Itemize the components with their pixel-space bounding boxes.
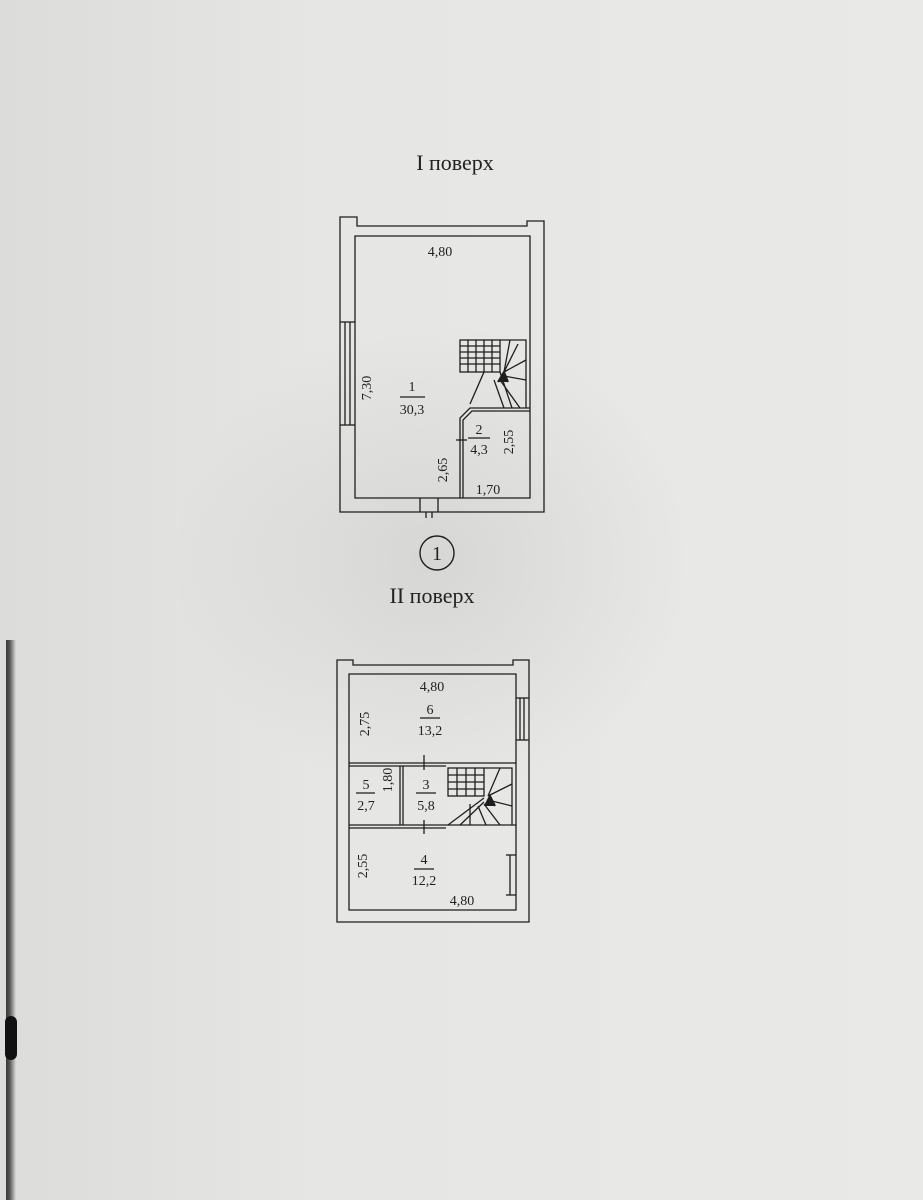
- page-binding-edge: [6, 640, 16, 1200]
- floor1-dim-room2-width: 1,70: [476, 483, 501, 498]
- floor2-dim-width-bottom: 4,80: [450, 894, 475, 909]
- floor2-dim-mid-height: 1,80: [381, 768, 396, 793]
- floor2-plan: [336, 659, 530, 923]
- floor1-window-left: [340, 321, 355, 426]
- floor1-room2-partition: [459, 407, 530, 498]
- floor2-dim-height-top: 2,75: [358, 712, 373, 737]
- floor1-room1-area: 30,3: [400, 403, 425, 418]
- floor1-entrance-door: [419, 498, 439, 518]
- floor-marker-number: 1: [432, 543, 442, 565]
- floor2-room4-area: 12,2: [412, 874, 437, 889]
- floor2-room6-area: 13,2: [418, 724, 443, 739]
- floor1-dim-stair-wall: 2,65: [436, 458, 451, 483]
- floor2-title: II поверх: [390, 583, 475, 608]
- floor2-room3-number: 3: [423, 778, 430, 793]
- floor1-inner-wall: [354, 235, 531, 499]
- floor1-title: I поверх: [416, 150, 494, 175]
- floor1-room2-partition-inner: [462, 410, 530, 498]
- floor1-dim-width-top: 4,80: [428, 245, 453, 260]
- floor2-room3-area: 5,8: [417, 799, 435, 814]
- floor1-room1-number: 1: [409, 380, 416, 395]
- floor1-plan: [339, 216, 545, 518]
- floor1-room2-number: 2: [476, 423, 483, 438]
- floor2-room5-area: 2,7: [357, 799, 375, 814]
- floor2-inner-wall: [348, 673, 517, 911]
- floor2-staircase: [447, 767, 513, 826]
- floor1-room2-area: 4,3: [470, 443, 488, 458]
- floor2-room4-number: 4: [421, 853, 428, 868]
- floor2-window-top-right: [516, 697, 529, 741]
- floor1-dim-height-left: 7,30: [360, 376, 375, 401]
- floor2-dim-height-bottom: 2,55: [356, 854, 371, 879]
- floor2-room6-number: 6: [427, 703, 434, 718]
- page-binding-tab: [5, 1016, 17, 1060]
- floor1-dim-room2-height: 2,55: [502, 430, 517, 455]
- floor2-outer-wall: [336, 659, 530, 923]
- floor2-window-bottom-right: [506, 854, 516, 896]
- floor2-dim-width-top: 4,80: [420, 680, 445, 695]
- floor2-room5-number: 5: [363, 778, 370, 793]
- floor-marker: 1: [419, 535, 455, 571]
- floor1-staircase: [459, 339, 527, 409]
- floor1-outer-wall: [339, 216, 545, 513]
